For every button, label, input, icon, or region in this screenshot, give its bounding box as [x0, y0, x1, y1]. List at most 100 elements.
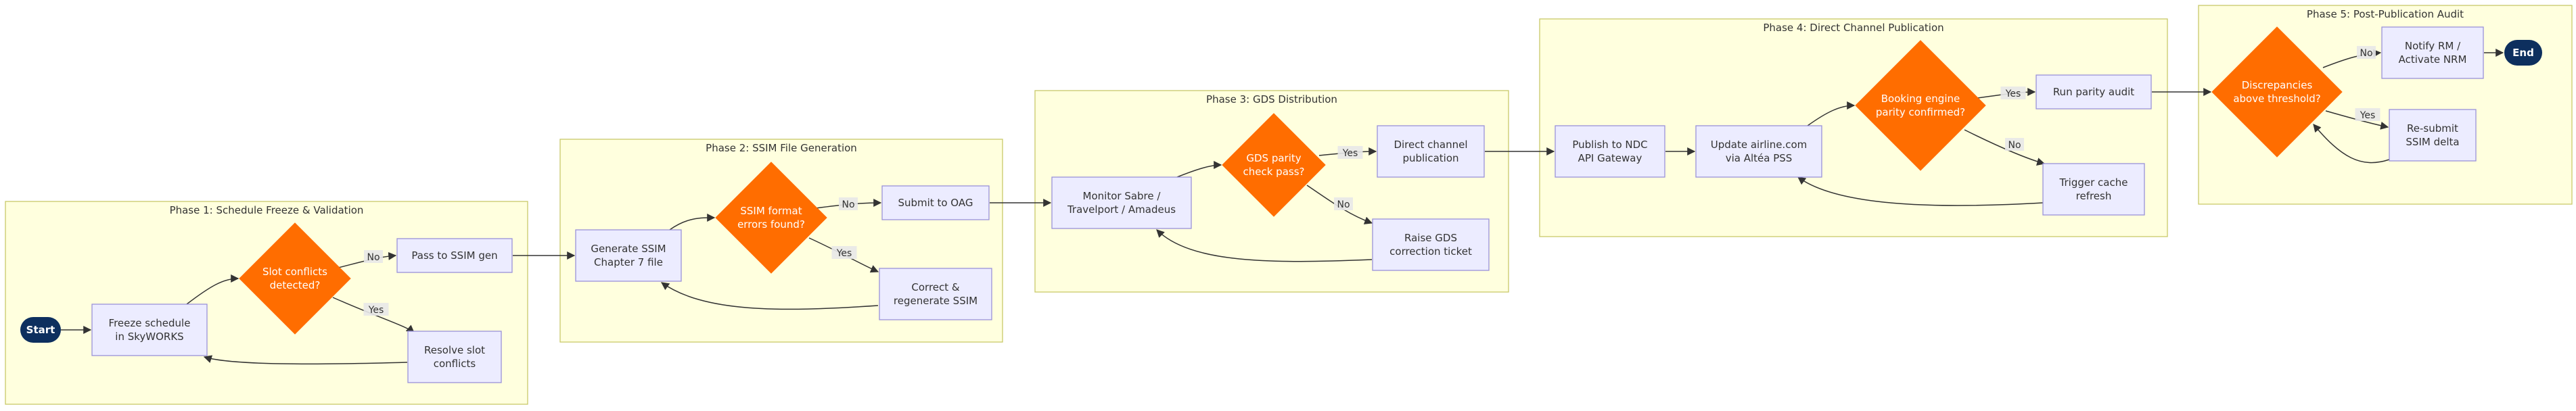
node-freeze: Freeze schedule in SkyWORKS: [91, 304, 208, 356]
edge-label-text: No: [1337, 199, 1350, 210]
edge-resubmit-to-disc_dec: [2313, 124, 2390, 164]
node-label: above threshold?: [2233, 93, 2320, 105]
node-label: refresh: [2076, 190, 2112, 202]
process-box: [2389, 109, 2477, 162]
edge-label: No: [2005, 138, 2024, 151]
node-label: GDS parity: [1246, 152, 1301, 164]
edge-label: No: [1334, 197, 1353, 210]
node-parity-audit: Run parity audit: [2036, 74, 2152, 110]
edge-correct-to-gen_ssim: [661, 282, 879, 310]
edge-label: No: [364, 250, 383, 263]
edge-label-text: No: [2360, 48, 2372, 59]
process-box: [1377, 125, 1485, 178]
edge-label-text: No: [2008, 140, 2021, 151]
node-label: Monitor Sabre /: [1083, 190, 1162, 202]
decision-diamond: [239, 222, 351, 335]
node-label: Submit to OAG: [898, 197, 973, 209]
process-box: [2042, 163, 2145, 216]
edge-label-bg: [1334, 197, 1353, 210]
edge-monitor-to-gds_dec: [1176, 161, 1222, 178]
node-label: Discrepancies: [2242, 79, 2313, 91]
node-label: Travelport / Amadeus: [1067, 203, 1176, 216]
decision-diamond: [715, 162, 827, 274]
process-box: [2381, 26, 2484, 79]
node-label: Pass to SSIM gen: [411, 249, 497, 262]
node-label: errors found?: [737, 218, 805, 231]
node-label: Trigger cache: [2059, 176, 2128, 189]
edge-label: Yes: [1337, 146, 1363, 159]
edge-label: No: [2357, 46, 2376, 59]
node-label: Start: [26, 324, 55, 336]
edge-label-bg: [363, 303, 389, 316]
edge-raise_gds-to-monitor: [1156, 229, 1373, 262]
phase-title: Phase 5: Post-Publication Audit: [2307, 8, 2464, 20]
node-label: Chapter 7 file: [594, 256, 663, 268]
edge-label-bg: [831, 246, 857, 259]
edge-label-text: No: [367, 252, 380, 263]
process-box: [407, 331, 502, 383]
node-label: Update airline.com: [1711, 139, 1808, 151]
edge-cache-to-update_web: [1797, 176, 2044, 206]
edge-label: Yes: [2355, 108, 2380, 121]
node-label: in SkyWORKS: [115, 331, 183, 343]
edge-label: No: [839, 197, 858, 210]
edge-resolve-to-freeze: [203, 355, 408, 365]
node-label: regenerate SSIM: [894, 295, 978, 307]
node-label: Resolve slot: [424, 344, 485, 356]
edge-label-text: Yes: [368, 305, 384, 316]
node-monitor: Monitor Sabre /Travelport / Amadeus: [1051, 176, 1192, 229]
edge-label: Yes: [363, 303, 389, 316]
node-label: Direct channel: [1394, 139, 1467, 151]
edge-slot_dec-to-resolve: [332, 297, 415, 333]
node-gds-dec: GDS parity check pass?: [1222, 113, 1326, 217]
edge-label: Yes: [2000, 87, 2026, 99]
node-label: Generate SSIM: [591, 243, 666, 255]
process-box: [575, 229, 682, 282]
node-label: Freeze schedule: [109, 317, 191, 329]
node-label: correction ticket: [1389, 245, 1472, 258]
process-box: [1695, 125, 1822, 178]
edge-label-bg: [2005, 138, 2024, 151]
process-box: [1555, 125, 1665, 178]
node-label: Notify RM /: [2405, 40, 2461, 52]
node-label: End: [2512, 47, 2534, 59]
edge-label-text: Yes: [836, 248, 852, 259]
edge-label-bg: [839, 197, 858, 210]
process-box: [2036, 74, 2152, 110]
decision-diamond: [1855, 40, 1986, 171]
node-label: via Altéa PSS: [1726, 152, 1793, 164]
node-submit-oag: Submit to OAG: [881, 185, 990, 220]
node-label: detected?: [270, 279, 321, 291]
terminal-pill: [2504, 40, 2542, 66]
phase-title: Phase 2: SSIM File Generation: [706, 142, 857, 154]
node-label: Re-submit: [2407, 122, 2458, 135]
process-box: [879, 268, 992, 320]
node-label: Publish to NDC: [1572, 139, 1647, 151]
node-label: Activate NRM: [2399, 53, 2467, 66]
node-label: API Gateway: [1578, 152, 1642, 164]
node-label: parity confirmed?: [1876, 106, 1965, 118]
phase-title: Phase 4: Direct Channel Publication: [1763, 22, 1944, 34]
edge-label-bg: [1337, 146, 1363, 159]
process-box: [91, 304, 208, 356]
node-pass-ssim: Pass to SSIM gen: [396, 238, 513, 273]
node-disc-dec: Discrepancies above threshold?: [2211, 26, 2343, 158]
node-label: check pass?: [1243, 166, 1305, 178]
phase-title: Phase 3: GDS Distribution: [1206, 93, 1337, 105]
node-label: SSIM delta: [2406, 136, 2459, 148]
process-box: [396, 238, 513, 273]
node-correct: Correct &regenerate SSIM: [879, 268, 992, 320]
phase-title: Phase 1: Schedule Freeze & Validation: [170, 204, 364, 216]
edge-update_web-to-book_dec: [1807, 101, 1856, 126]
node-label: Raise GDS: [1404, 232, 1457, 244]
edge-label-text: Yes: [2360, 110, 2376, 121]
node-label: publication: [1402, 152, 1458, 164]
